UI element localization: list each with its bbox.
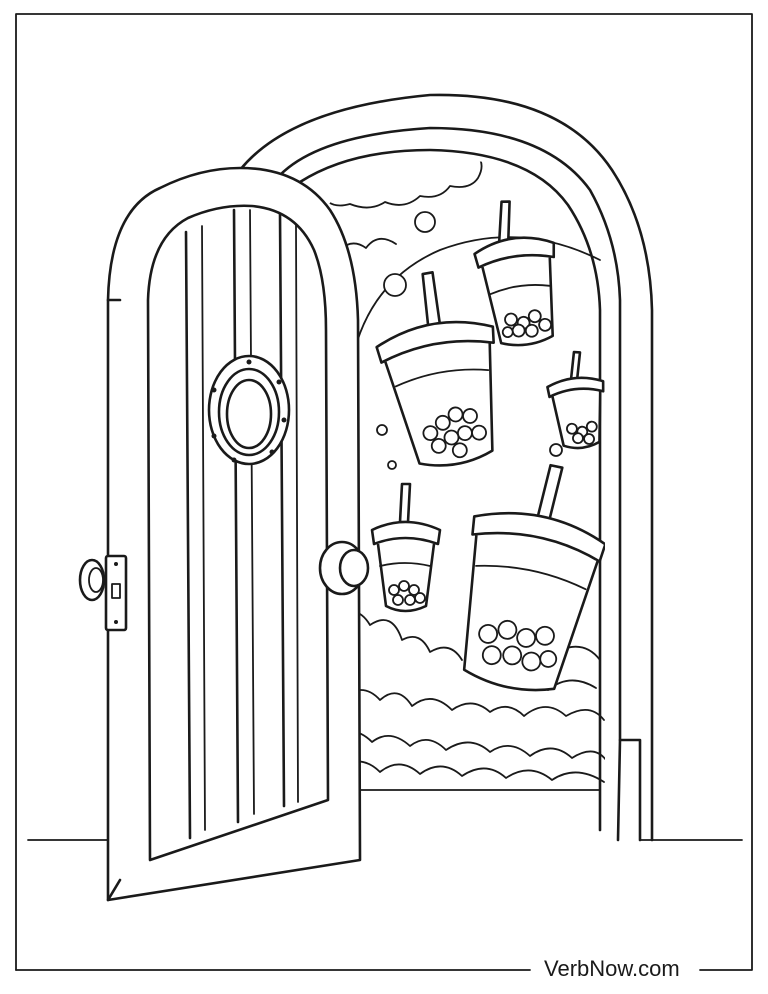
door-icon bbox=[78, 166, 370, 902]
boba-cup-icon bbox=[473, 200, 556, 347]
page-border bbox=[15, 13, 753, 971]
boba-cup-icon bbox=[370, 482, 442, 613]
lock-plate bbox=[78, 554, 128, 632]
doorway-scene bbox=[317, 160, 605, 791]
boba-cup-icon bbox=[375, 271, 495, 467]
porthole-window-icon bbox=[207, 354, 291, 466]
boba-cup-icon bbox=[462, 463, 605, 692]
door-knob-icon bbox=[318, 540, 370, 596]
watermark-text: VerbNow.com bbox=[544, 956, 680, 981]
boba-cup-icon bbox=[546, 350, 605, 450]
cloud-icon bbox=[317, 160, 563, 470]
